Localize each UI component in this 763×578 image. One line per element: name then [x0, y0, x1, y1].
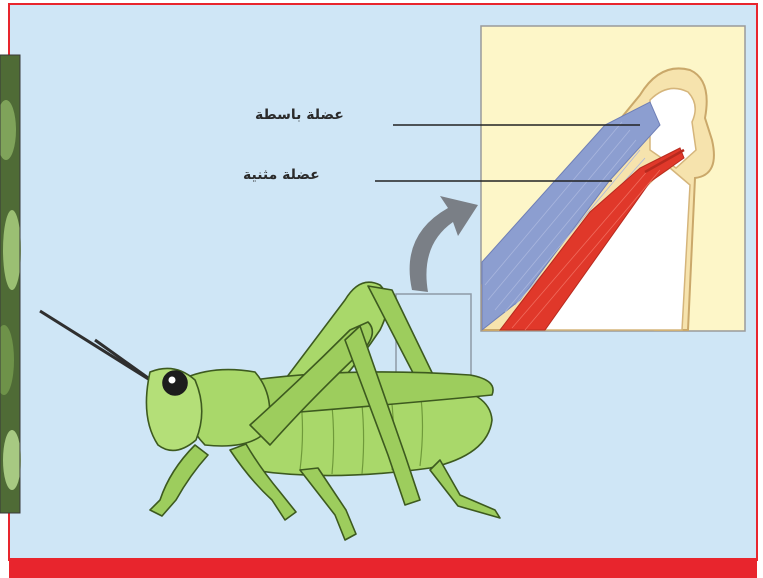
bottom-red-band — [9, 558, 757, 578]
flexor-muscle-label: عضلة مثنية — [243, 167, 320, 183]
extensor-muscle-label: عضلة باسطة — [255, 107, 344, 123]
photo-strip — [0, 55, 21, 513]
muscle-inset — [481, 26, 745, 331]
